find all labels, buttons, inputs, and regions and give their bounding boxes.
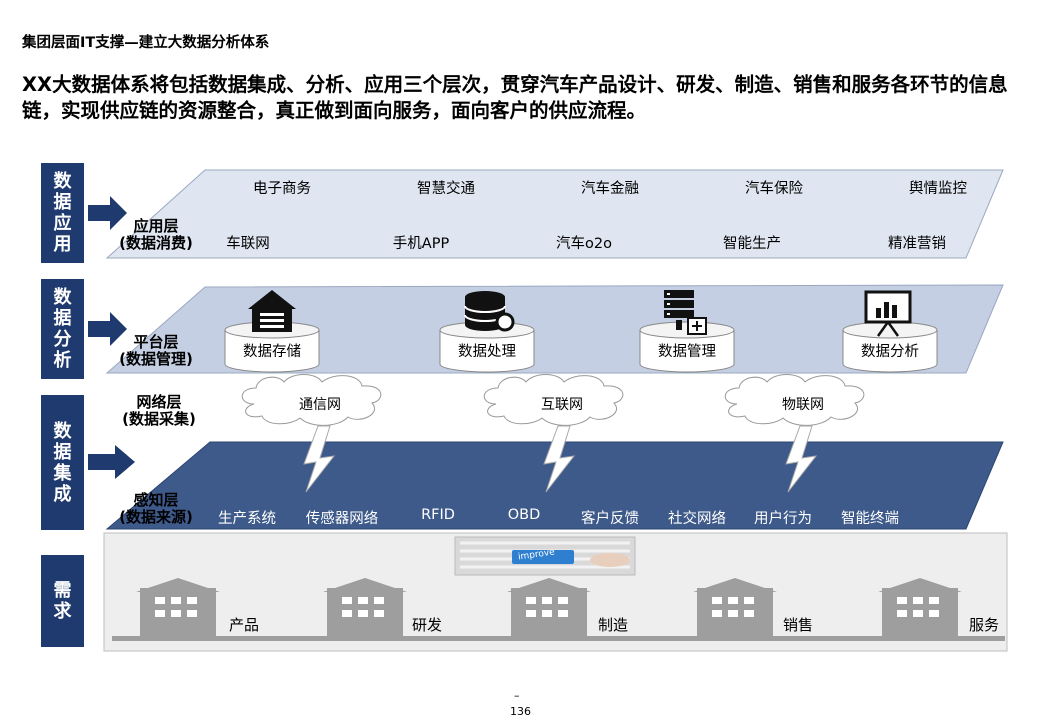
app-item-auto-finance: 汽车金融 [581, 181, 639, 197]
perception-item-social-network: 社交网络 [668, 511, 726, 527]
cloud-icon [241, 374, 382, 426]
platform-item-processing: 数据处理 [458, 344, 516, 360]
lightning-icon [785, 425, 818, 493]
improve-keyboard-image [454, 536, 636, 576]
app-item-smart-transport: 智慧交通 [417, 181, 475, 197]
perception-item-customer-feedback: 客户反馈 [581, 511, 639, 527]
app-item-ecommerce: 电子商务 [253, 181, 311, 197]
demand-item-sales: 销售 [783, 616, 814, 634]
perception-layer-band [105, 441, 1004, 530]
right-arrow-icon [88, 196, 127, 230]
cloud-icon [483, 374, 624, 426]
ground-line [112, 636, 1005, 641]
cloud-icon [724, 374, 865, 426]
page-title: 集团层面IT支撑—建立大数据分析体系 [22, 35, 270, 51]
demand-item-product: 产品 [229, 616, 260, 634]
platform-layer-label: 平台层(数据管理) [119, 333, 193, 368]
application-layer-label: 应用层(数据消费) [119, 217, 193, 252]
warehouse-icon [248, 290, 296, 332]
network-item-telecom: 通信网 [299, 397, 341, 413]
platform-item-storage: 数据存储 [243, 344, 301, 360]
arrow-icons [88, 196, 135, 479]
app-item-precision-marketing: 精准营销 [888, 236, 946, 252]
network-item-internet: 互联网 [541, 397, 583, 413]
headline-text: XX大数据体系将包括数据集成、分析、应用三个层次，贯穿汽车产品设计、研发、制造、… [22, 73, 1008, 122]
page-dash: – [514, 689, 520, 702]
side-label-data-integration: 数据集成 [41, 395, 84, 530]
presentation-chart-icon [864, 290, 912, 337]
app-item-smart-production: 智能生产 [723, 236, 781, 252]
side-label-data-application: 数据应用 [41, 163, 84, 263]
demand-item-service: 服务 [969, 616, 1000, 634]
platform-item-management: 数据管理 [658, 344, 716, 360]
building-windows [155, 597, 939, 617]
network-item-iot: 物联网 [782, 397, 824, 413]
improve-key [512, 550, 574, 564]
side-label-demand: 需求 [41, 555, 84, 647]
database-gear-icon [464, 291, 515, 332]
perception-item-obd: OBD [507, 507, 541, 523]
perception-layer-label: 感知层(数据来源) [119, 491, 193, 526]
app-item-mobile-app: 手机APP [392, 236, 450, 252]
perception-item-production-system: 生产系统 [218, 511, 276, 527]
application-layer-band [105, 169, 1004, 259]
demand-item-manufacturing: 制造 [598, 616, 629, 634]
lightning-icon [303, 425, 336, 493]
network-layer-label: 网络层(数据采集) [122, 393, 196, 428]
app-item-auto-o2o: 汽车o2o [556, 236, 612, 252]
perception-item-sensor-network: 传感器网络 [305, 511, 379, 527]
app-item-connected-car: 车联网 [226, 236, 270, 252]
right-arrow-icon [88, 445, 135, 479]
platform-item-analysis: 数据分析 [861, 344, 919, 360]
server-rack-icon [664, 290, 707, 335]
platform-layer-band [105, 284, 1004, 374]
perception-item-rfid: RFID [421, 507, 455, 523]
cylinders [224, 321, 938, 373]
lightning-icon [543, 425, 576, 493]
side-label-data-analysis: 数据分析 [41, 279, 84, 379]
perception-item-smart-terminal: 智能终端 [841, 511, 899, 527]
cylinder-icon [842, 321, 938, 373]
demand-item-rnd: 研发 [412, 616, 443, 634]
page-number: 136 [510, 705, 531, 718]
app-item-auto-insurance: 汽车保险 [745, 181, 803, 197]
right-arrow-icon [88, 312, 127, 346]
app-item-sentiment-monitoring: 舆情监控 [909, 181, 967, 197]
perception-item-user-behavior: 用户行为 [754, 511, 812, 527]
